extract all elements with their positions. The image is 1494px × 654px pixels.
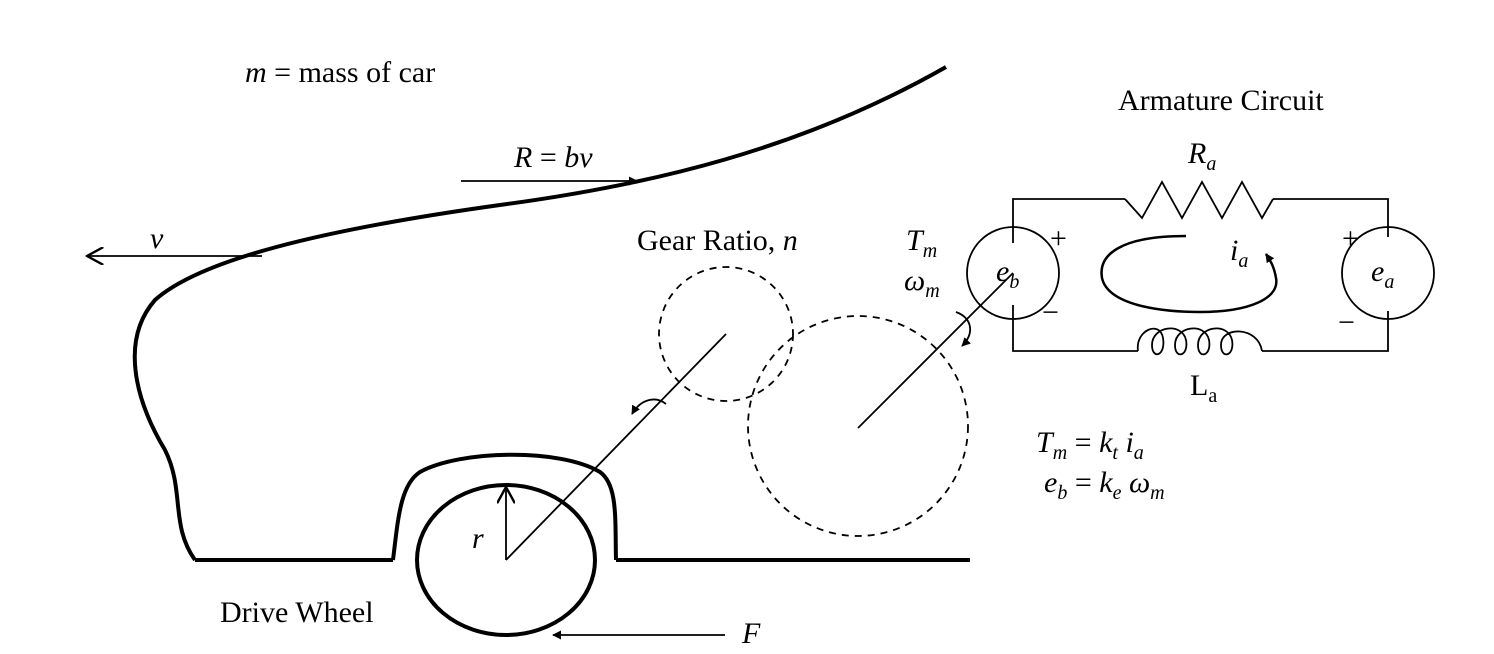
- backemf-equation: eb = ke ωm: [1044, 466, 1165, 504]
- car-body-outline: [132, 65, 947, 562]
- gear-ratio-label: Gear Ratio, n: [637, 224, 798, 257]
- back-emf-plus: +: [1050, 222, 1067, 255]
- motor-speed-label: ωm: [904, 264, 940, 302]
- drive-wheel-label: Drive Wheel: [220, 596, 374, 629]
- current-loop-arrow: [1100, 234, 1278, 314]
- large-gear: [747, 315, 969, 537]
- inductor-label: La: [1190, 369, 1217, 407]
- circuit-wire-bottom-left: [1012, 305, 1138, 352]
- torque-equation: Tm = kt ia: [1036, 426, 1144, 464]
- wheel-shaft: [505, 333, 727, 561]
- motor-torque-label: Tm: [906, 224, 937, 262]
- circuit-wire-bottom-right: [1262, 311, 1389, 352]
- back-emf-minus: −: [1042, 296, 1059, 329]
- wheel-arch: [391, 452, 618, 561]
- armature-source-plus: +: [1342, 222, 1359, 255]
- circuit-wire-top-left: [1012, 198, 1125, 243]
- drag-equation: R = bv: [513, 141, 593, 174]
- radius-label: r: [472, 522, 484, 555]
- circuit-wire-top-right: [1273, 198, 1389, 237]
- velocity-label: v: [150, 222, 164, 255]
- back-emf-source: [966, 226, 1060, 320]
- small-gear: [658, 266, 794, 402]
- mass-label: m = mass of car: [245, 56, 435, 89]
- motor-shaft: [857, 272, 1014, 429]
- current-label: ia: [1230, 234, 1248, 272]
- force-label: F: [741, 617, 761, 650]
- motor-rotation-arrow: [955, 311, 971, 347]
- circuit-title: Armature Circuit: [1118, 84, 1324, 117]
- armature-source-label: ea: [1371, 255, 1394, 293]
- back-emf-label: eb: [996, 255, 1019, 293]
- resistor-label: Ra: [1187, 137, 1216, 175]
- wheel-rotation-arrow: [631, 398, 667, 415]
- armature-source: [1341, 226, 1435, 320]
- inductor: [1137, 327, 1263, 356]
- drive-wheel: [415, 483, 597, 637]
- armature-source-minus: −: [1338, 306, 1355, 339]
- resistor: [1124, 180, 1274, 220]
